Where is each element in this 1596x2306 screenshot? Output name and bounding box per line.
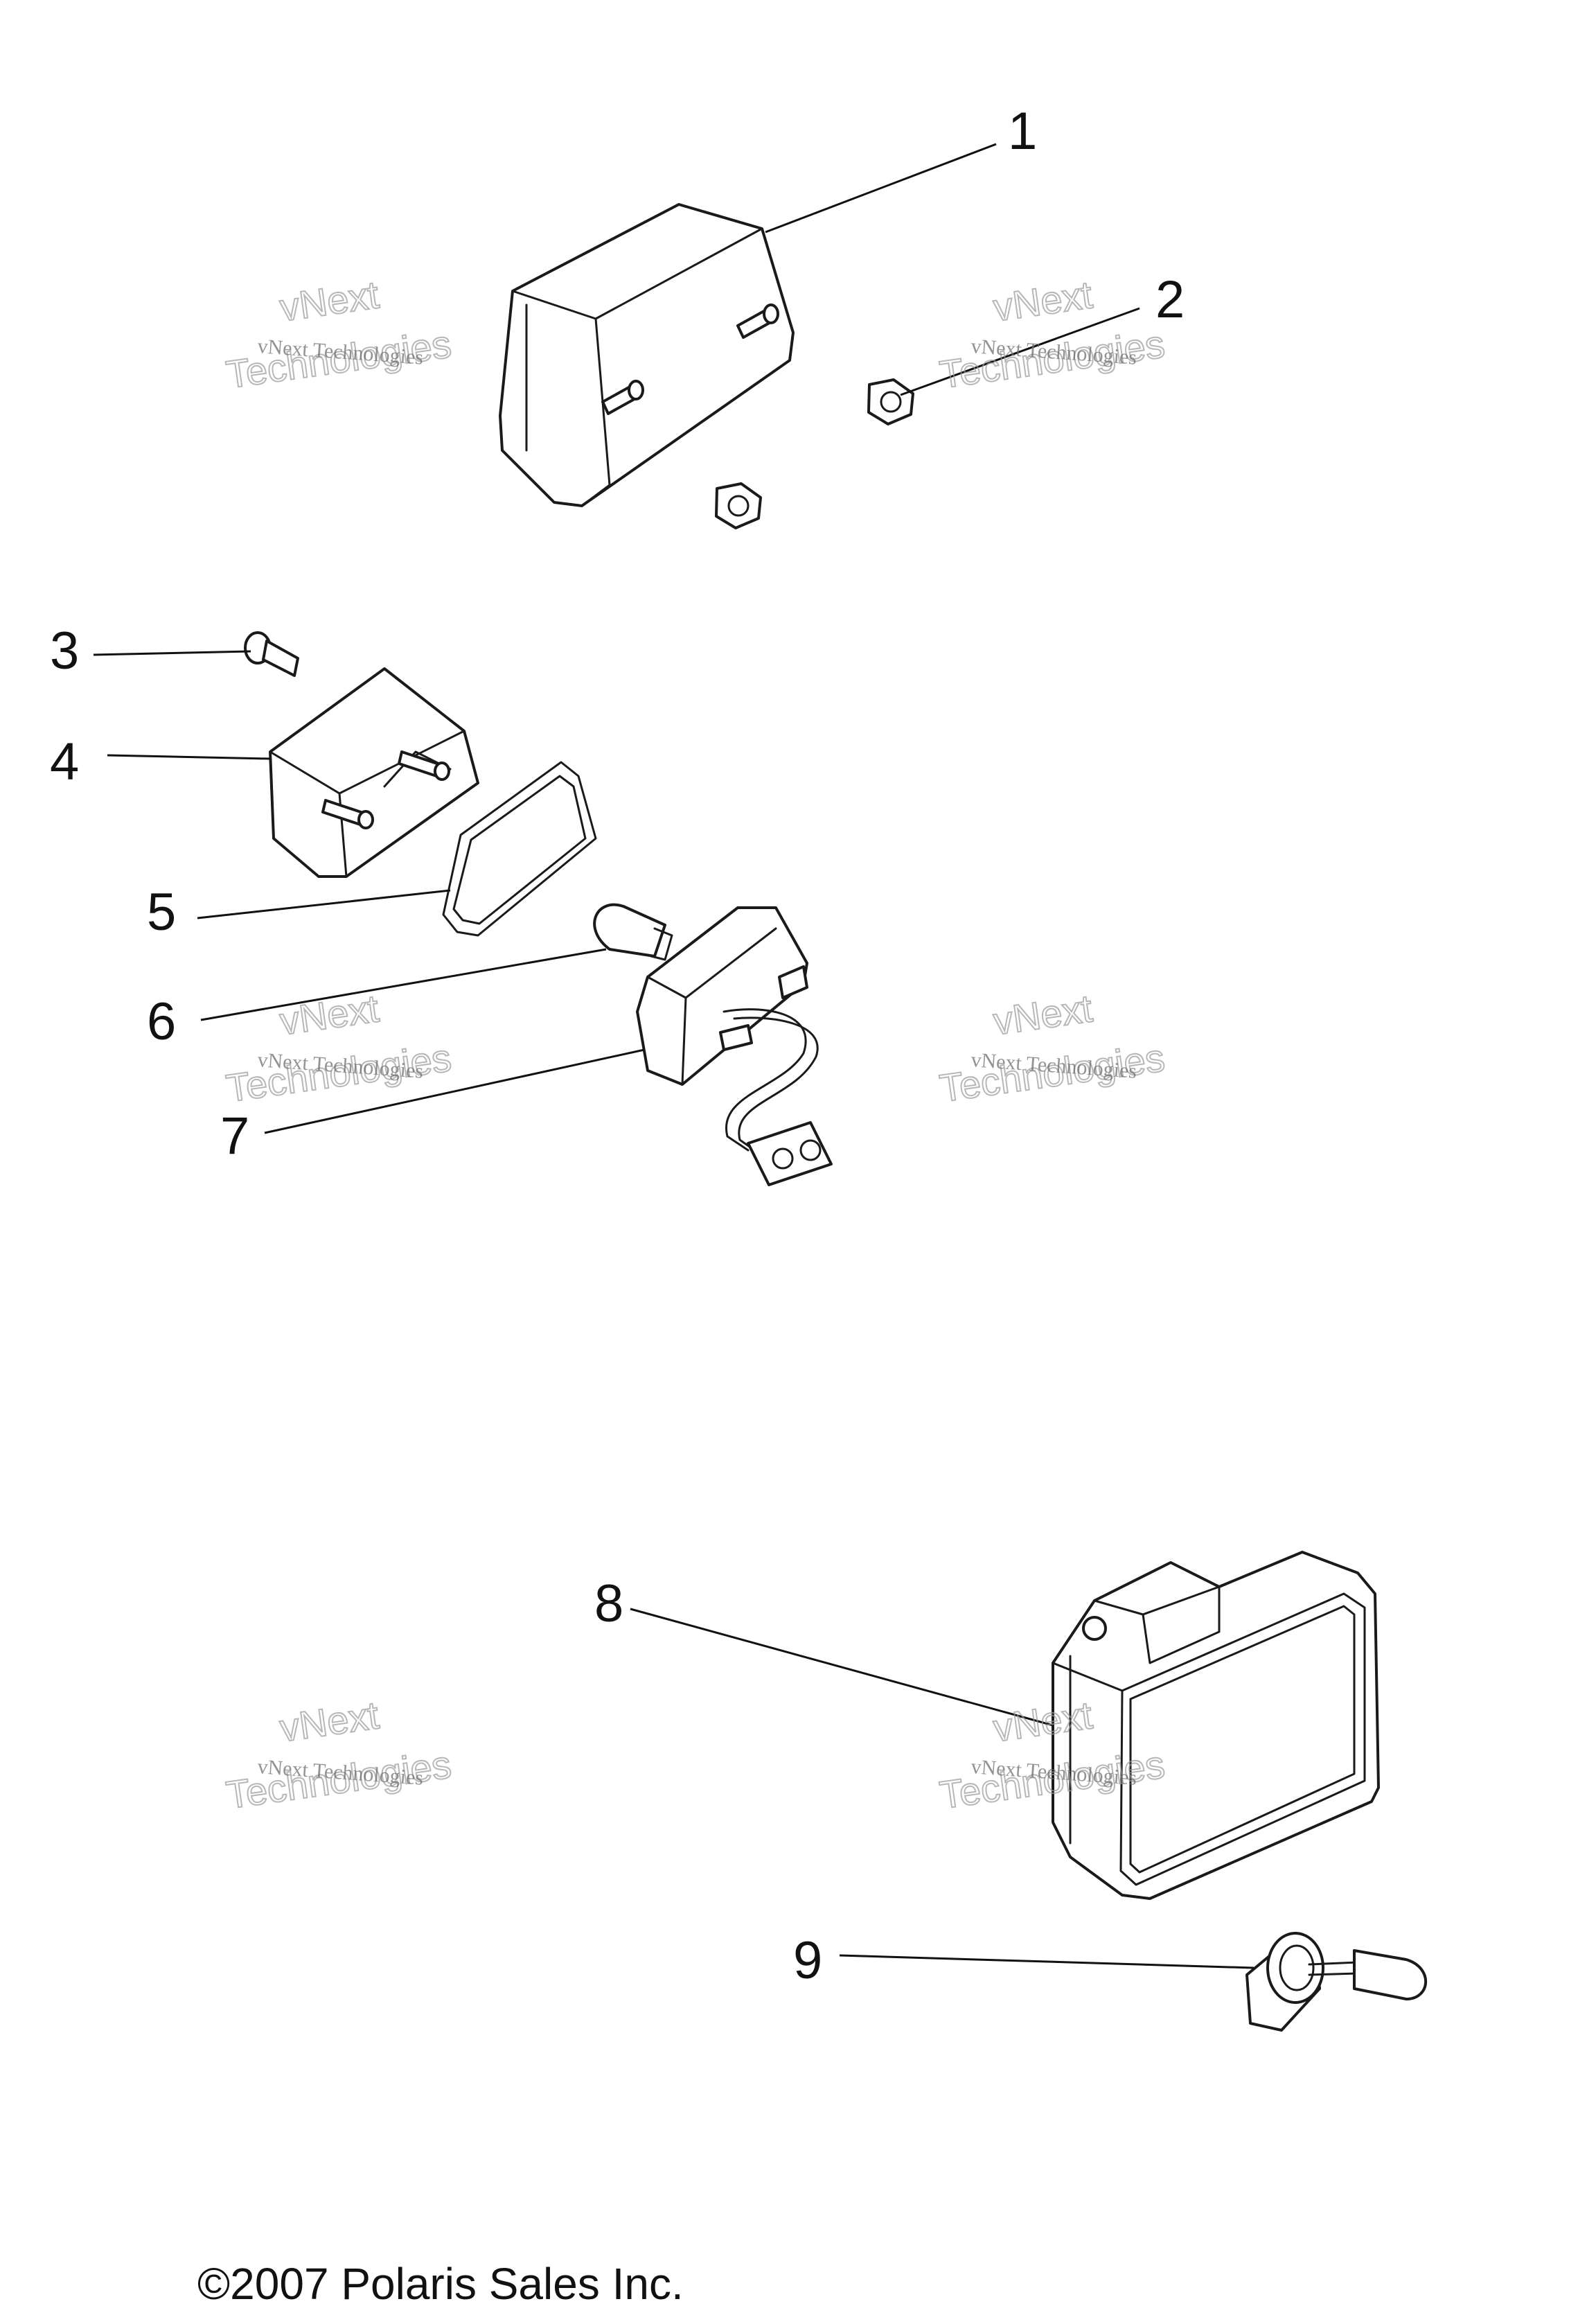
watermark-5: vNext Technologies vNext Technologies [223, 1692, 454, 1817]
leader-5 [197, 889, 451, 919]
leader-4 [107, 754, 271, 760]
callout-8: 8 [594, 1574, 623, 1633]
watermark-2: vNext Technologies vNext Technologies [937, 272, 1168, 397]
part-4-lens-cover [269, 667, 479, 878]
callout-numbers: 1 2 3 4 5 6 7 8 9 [50, 102, 1185, 1990]
leader-7 [264, 1048, 645, 1134]
part-3-screw [244, 631, 299, 677]
svg-text:vNext: vNext [991, 986, 1095, 1043]
leader-9 [839, 1954, 1254, 1969]
callout-4: 4 [50, 732, 79, 791]
callout-7: 7 [220, 1107, 249, 1165]
svg-text:vNext: vNext [991, 272, 1095, 329]
svg-text:vNext: vNext [277, 986, 382, 1043]
leader-2 [900, 307, 1140, 396]
copyright-text: ©2007 Polaris Sales Inc. [197, 2259, 684, 2306]
watermark-4: vNext Technologies vNext Technologies [937, 985, 1168, 1111]
leader-6 [200, 948, 607, 1021]
svg-text:vNext: vNext [277, 272, 382, 329]
callout-2: 2 [1155, 270, 1185, 329]
part-1-tail-light-housing [499, 203, 795, 507]
part-9-halogen-bulb [1245, 1932, 1428, 2032]
leader-3 [93, 650, 251, 656]
part-5-gasket [442, 761, 597, 937]
callout-5: 5 [147, 883, 176, 942]
part-8-work-light [1052, 1551, 1380, 1900]
svg-text:vNext: vNext [277, 1693, 382, 1750]
watermark-1: vNext Technologies vNext Technologies [223, 272, 454, 397]
part-2-nut [715, 378, 914, 529]
leader-8 [630, 1608, 1054, 1727]
leader-lines [93, 143, 1254, 1969]
callout-6: 6 [147, 992, 176, 1051]
leader-1 [765, 143, 997, 234]
part-7-socket-harness [636, 906, 833, 1186]
callout-3: 3 [50, 622, 79, 680]
part-6-bulb [593, 903, 673, 961]
watermark-3: vNext Technologies vNext Technologies [223, 985, 454, 1111]
callout-9: 9 [793, 1931, 822, 1990]
callout-1: 1 [1008, 102, 1037, 161]
